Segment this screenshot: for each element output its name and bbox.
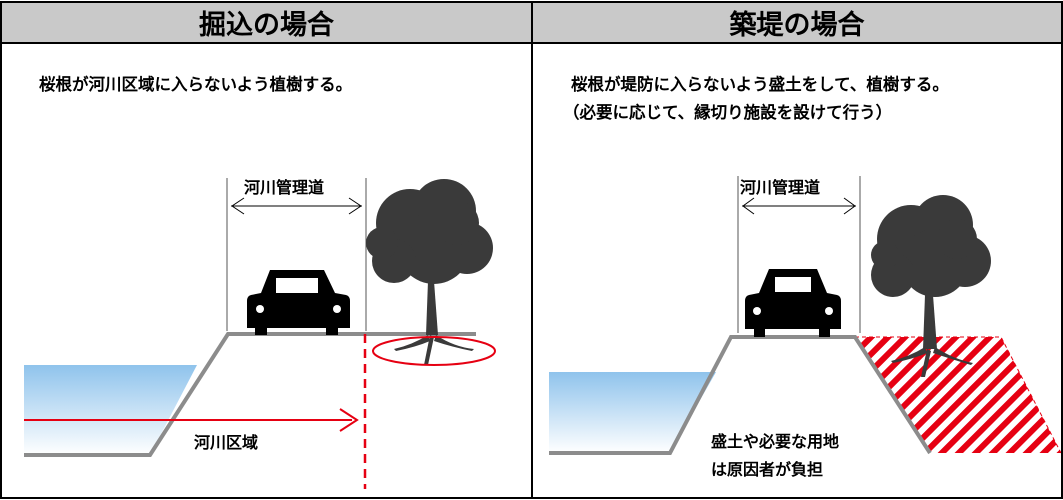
- right-description-line2: （必要に応じて、縁切り施設を設けて行う）: [563, 103, 893, 122]
- right-road-label: 河川管理道: [740, 178, 821, 197]
- right-diagram: [549, 176, 1061, 455]
- river-area-label: 河川区域: [194, 433, 259, 452]
- left-description: 桜根が河川区域に入らないよう植樹する。: [39, 75, 353, 94]
- car-icon: [247, 270, 350, 335]
- burden-label-line2: は原因者が負担: [711, 460, 824, 479]
- root-zone-ellipse: [372, 336, 496, 366]
- burden-label-line1: 盛土や必要な用地: [711, 432, 840, 451]
- water-body: [24, 365, 197, 455]
- left-panel-excavated: 桜根が河川区域に入らないよう植樹する。 河川管理道 河川区域: [0, 43, 533, 499]
- left-road-label: 河川管理道: [244, 178, 325, 197]
- car-icon: [745, 269, 841, 337]
- tree-icon: [366, 179, 493, 365]
- tree-icon: [871, 195, 991, 377]
- right-description-line1: 桜根が堤防に入らないよう盛土をして、植樹する。: [571, 75, 949, 94]
- left-panel-title: 掘込の場合: [0, 1, 533, 44]
- ground-line: [24, 332, 476, 457]
- fill-area-hatched: [855, 337, 1061, 453]
- right-panel-title: 築堤の場合: [531, 1, 1063, 44]
- water-body: [549, 372, 716, 453]
- embankment-line: [549, 335, 932, 455]
- right-panel-embankment: 桜根が堤防に入らないよう盛土をして、植樹する。 （必要に応じて、縁切り施設を設け…: [531, 43, 1063, 499]
- left-diagram: [24, 178, 496, 489]
